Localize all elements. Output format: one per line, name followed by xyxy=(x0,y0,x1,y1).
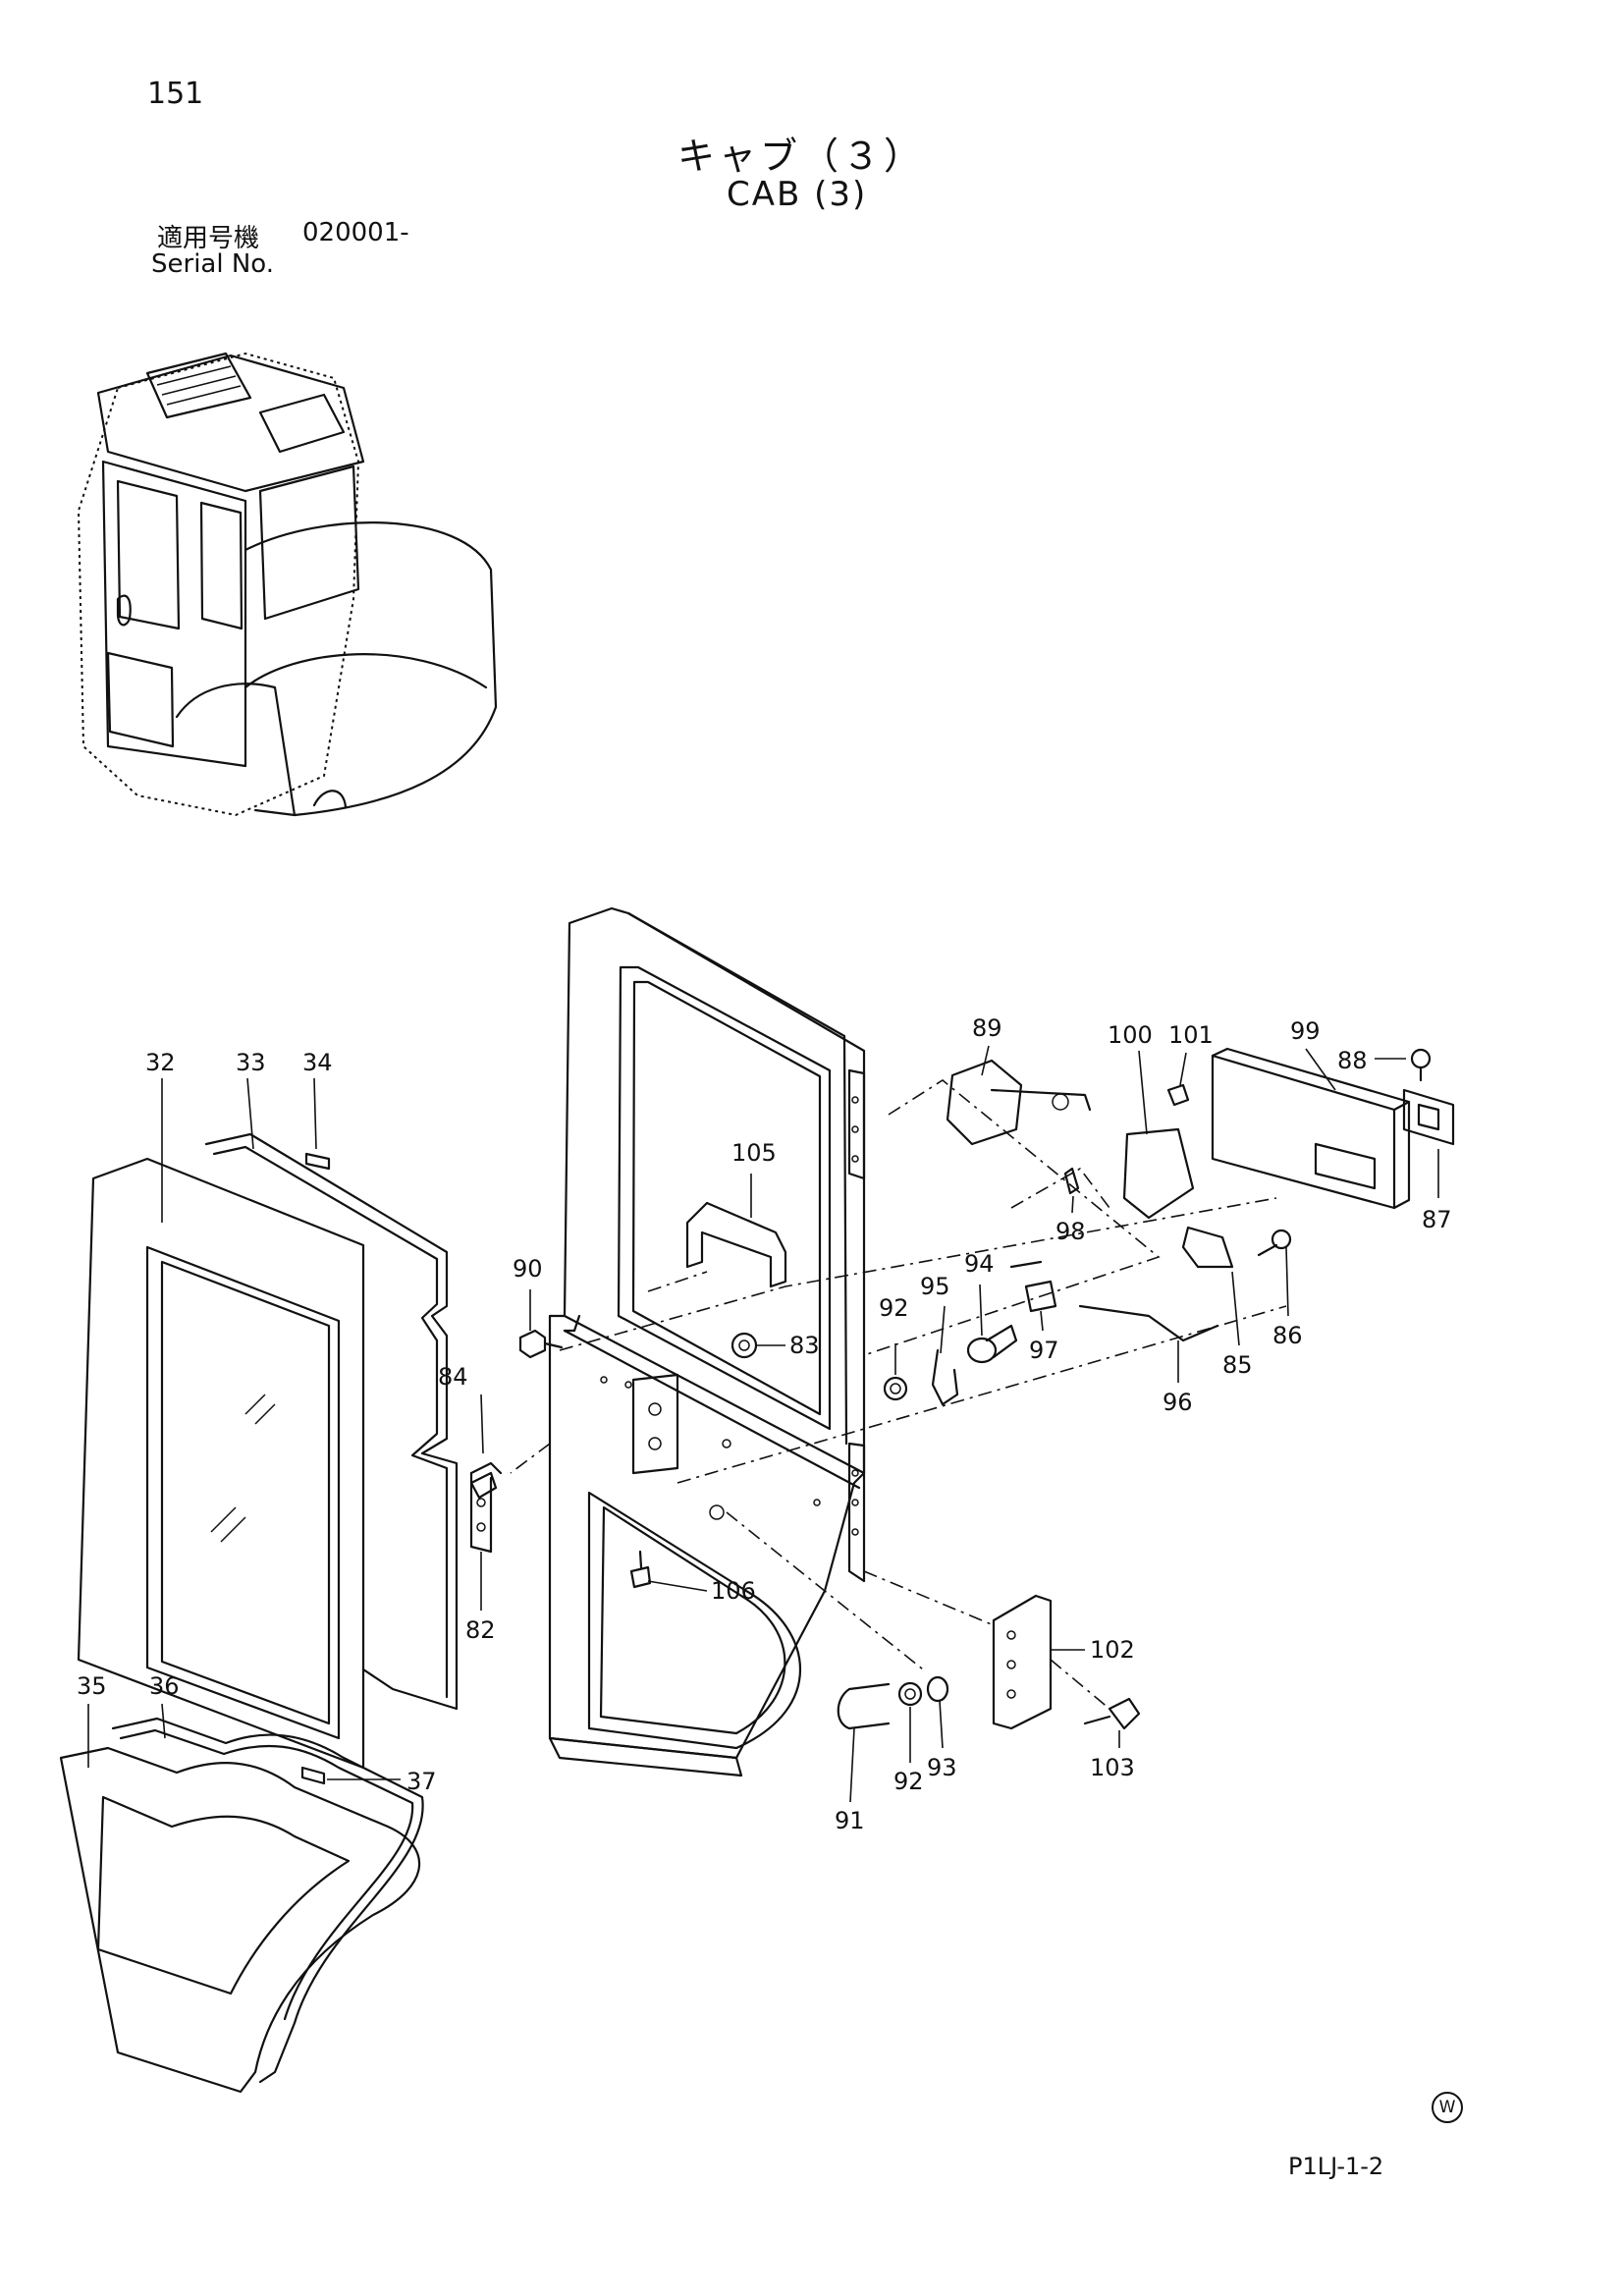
callout-95: 95 xyxy=(920,1273,950,1300)
callout-103: 103 xyxy=(1090,1754,1135,1781)
latch-84-82 xyxy=(469,1461,503,1554)
callout-83: 83 xyxy=(789,1332,820,1359)
callout-84: 84 xyxy=(438,1363,468,1391)
screw-86 xyxy=(1257,1229,1292,1257)
callout-106: 106 xyxy=(711,1577,756,1605)
lever-97 xyxy=(1009,1260,1057,1313)
callout-89: 89 xyxy=(972,1014,1002,1042)
callout-92-lower: 92 xyxy=(893,1768,924,1795)
callout-87: 87 xyxy=(1422,1206,1452,1233)
lower-window-seal xyxy=(111,1717,424,2084)
callout-85: 85 xyxy=(1222,1351,1253,1379)
footer-code: P1LJ-1-2 xyxy=(1288,2153,1384,2180)
door-lock-89 xyxy=(946,1059,1092,1146)
upper-window-glass xyxy=(77,1157,365,1770)
latch-85 xyxy=(1181,1226,1234,1269)
lock-cylinder-94 xyxy=(966,1324,1018,1364)
pin-98 xyxy=(1063,1167,1080,1195)
nut-92-upper xyxy=(883,1376,908,1401)
hinge-102 xyxy=(992,1594,1053,1730)
gasket-100 xyxy=(1122,1127,1195,1220)
bolt-103 xyxy=(1083,1697,1141,1730)
title-english: CAB (3) xyxy=(727,175,868,214)
w-mark-icon: W xyxy=(1432,2092,1463,2123)
callout-33: 33 xyxy=(236,1049,266,1076)
leader-lines xyxy=(87,1045,1439,1803)
callout-100: 100 xyxy=(1108,1021,1153,1049)
lower-window-glass xyxy=(59,1746,421,2094)
callout-82: 82 xyxy=(465,1616,496,1644)
cab-overview-sketch xyxy=(77,352,498,817)
spring-95 xyxy=(931,1348,959,1406)
callout-86: 86 xyxy=(1272,1322,1303,1349)
handle-base-99 xyxy=(1211,1047,1411,1210)
nut-92-lower xyxy=(897,1681,923,1707)
u-bolt-91 xyxy=(837,1682,891,1730)
callout-labels: 32 33 34 35 36 37 82 83 84 85 86 87 88 8… xyxy=(77,1014,1452,1834)
callout-98: 98 xyxy=(1055,1218,1086,1245)
callout-94: 94 xyxy=(964,1250,995,1278)
upper-window-seal xyxy=(204,1132,459,1711)
callout-34: 34 xyxy=(302,1049,333,1076)
callout-35: 35 xyxy=(77,1672,107,1700)
bolt-90 xyxy=(518,1329,564,1359)
grip-handle-105 xyxy=(685,1201,787,1288)
nut-83 xyxy=(730,1332,758,1359)
rod-96 xyxy=(1078,1304,1219,1342)
callout-90: 90 xyxy=(513,1255,543,1283)
callout-102: 102 xyxy=(1090,1636,1135,1664)
screw-101 xyxy=(1166,1083,1190,1107)
callout-91: 91 xyxy=(835,1807,865,1834)
serial-code: 020001- xyxy=(302,218,409,247)
serial-label-english: Serial No. xyxy=(151,249,274,279)
washer-93 xyxy=(926,1675,949,1703)
callout-36: 36 xyxy=(149,1672,180,1700)
page-number: 151 xyxy=(147,77,204,111)
callout-92-upper: 92 xyxy=(879,1294,909,1322)
handle-87 xyxy=(1402,1088,1455,1146)
callout-99: 99 xyxy=(1290,1017,1321,1045)
serial-label-japanese: 適用号機 xyxy=(157,224,260,253)
seal-clip-34 xyxy=(304,1152,331,1171)
callout-93: 93 xyxy=(927,1754,957,1781)
callout-96: 96 xyxy=(1163,1389,1193,1416)
callout-101: 101 xyxy=(1168,1021,1214,1049)
assembly-lines xyxy=(510,1079,1287,1710)
title-japanese: キャブ（３） xyxy=(677,135,926,178)
callout-32: 32 xyxy=(145,1049,176,1076)
callout-37: 37 xyxy=(406,1768,437,1795)
screw-88 xyxy=(1410,1048,1432,1082)
callout-97: 97 xyxy=(1029,1337,1059,1364)
door-frame xyxy=(548,906,866,1777)
screw-106 xyxy=(629,1550,652,1589)
seal-clip-37 xyxy=(300,1766,326,1785)
callout-105: 105 xyxy=(731,1139,777,1167)
callout-88: 88 xyxy=(1337,1047,1368,1074)
